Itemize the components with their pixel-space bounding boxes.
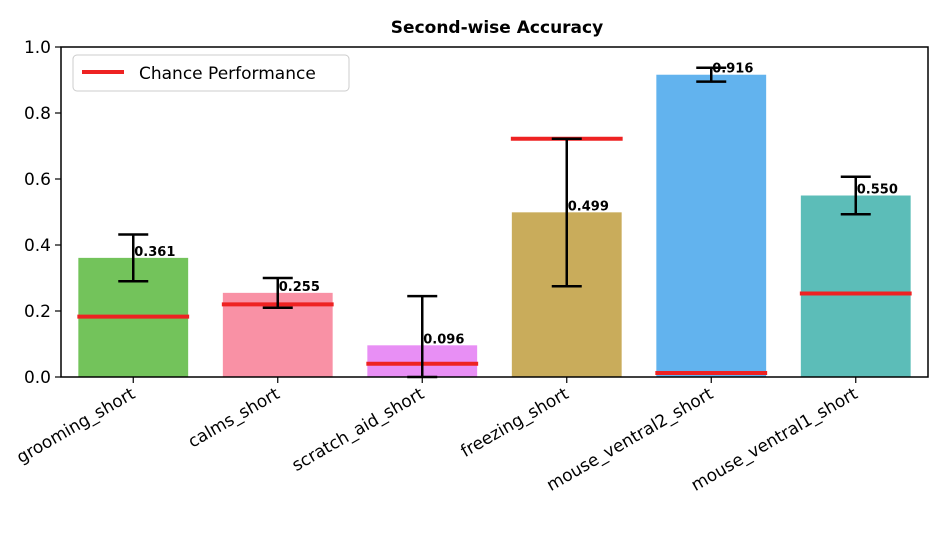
bars-group: [78, 74, 911, 377]
x-tick-label-calms_short: calms_short: [185, 384, 284, 453]
y-axis: 0.0 0.2 0.4 0.6 0.8 1.0: [24, 38, 61, 388]
value-label-freezing_short: 0.499: [568, 199, 609, 214]
x-tick-label-scratch_aid_short: scratch_aid_short: [289, 384, 428, 476]
x-tick-label-freezing_short: freezing_short: [458, 384, 573, 462]
x-tick-label-grooming_short: grooming_short: [13, 384, 139, 468]
value-label-mouse_ventral2_short: 0.916: [712, 62, 753, 77]
y-tick-label-0.6: 0.6: [24, 170, 51, 190]
y-tick-label-0.8: 0.8: [24, 104, 51, 124]
chance-lines-group: [77, 136, 912, 376]
legend-box: [72, 54, 350, 92]
value-label-scratch_aid_short: 0.096: [423, 332, 464, 347]
bar-mouse_ventral2_short: [656, 74, 767, 377]
value-label-mouse_ventral1_short: 0.550: [857, 183, 898, 198]
bar-mouse_ventral1_short: [800, 195, 911, 377]
plot-frame: [60, 46, 929, 378]
value-labels-group: 0.361 0.255 0.096 0.499 0.916 0.550: [134, 62, 898, 348]
y-tick-label-0.4: 0.4: [24, 236, 51, 256]
chart-title: Second-wise Accuracy: [391, 18, 603, 38]
legend: Chance Performance: [72, 54, 350, 92]
value-label-calms_short: 0.255: [279, 280, 320, 295]
value-label-grooming_short: 0.361: [134, 245, 175, 260]
y-tick-label-0.0: 0.0: [24, 368, 51, 388]
y-tick-label-0.2: 0.2: [24, 302, 51, 322]
legend-label: Chance Performance: [139, 64, 316, 84]
y-tick-label-1.0: 1.0: [24, 38, 51, 58]
